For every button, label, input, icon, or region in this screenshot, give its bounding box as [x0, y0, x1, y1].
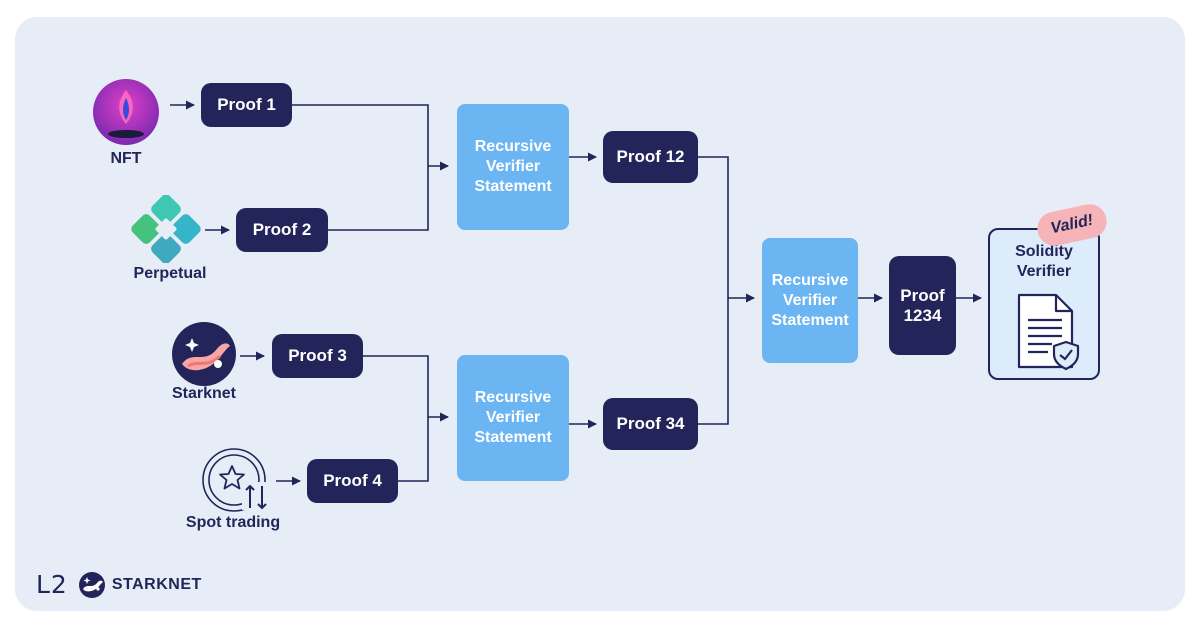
- proof-1234: Proof 1234: [889, 256, 956, 355]
- starknet-icon: [172, 322, 236, 386]
- layer-label: L2: [36, 570, 68, 599]
- connector-proof4: [398, 417, 429, 482]
- brand-footer: L2 STARKNET: [36, 570, 202, 599]
- recursive-verifier-top: Recursive Verifier Statement: [457, 104, 569, 230]
- connector-proof34: [698, 298, 729, 425]
- proof-3: Proof 3: [272, 334, 363, 378]
- recursive-verifier-bottom: Recursive Verifier Statement: [457, 355, 569, 481]
- proof-2: Proof 2: [236, 208, 328, 252]
- document-check-icon: [1017, 293, 1080, 371]
- starknet-label: Starknet: [171, 385, 237, 402]
- nft-icon: [93, 79, 159, 145]
- solidity-verifier-title: Solidity Verifier: [1015, 243, 1073, 280]
- proof-4: Proof 4: [307, 459, 398, 503]
- nft-label: NFT: [110, 150, 142, 167]
- perpetual-icon: [131, 195, 201, 263]
- perpetual-label: Perpetual: [133, 265, 207, 282]
- connector-proof12: [698, 156, 729, 298]
- proof-1: Proof 1: [201, 83, 292, 127]
- spot-trading-label: Spot trading: [185, 514, 281, 531]
- proof-12: Proof 12: [603, 131, 698, 183]
- spot-trading-icon: [202, 448, 270, 512]
- proof-34: Proof 34: [603, 398, 698, 450]
- connector-proof3: [363, 355, 429, 417]
- solidity-verifier: Solidity Verifier: [988, 228, 1100, 380]
- starknet-logo-icon: [78, 571, 105, 598]
- brand-name: STARKNET: [111, 575, 202, 593]
- connector-proof1: [292, 104, 429, 166]
- connector-proof2: [328, 166, 429, 231]
- recursive-verifier-middle: Recursive Verifier Statement: [762, 238, 858, 363]
